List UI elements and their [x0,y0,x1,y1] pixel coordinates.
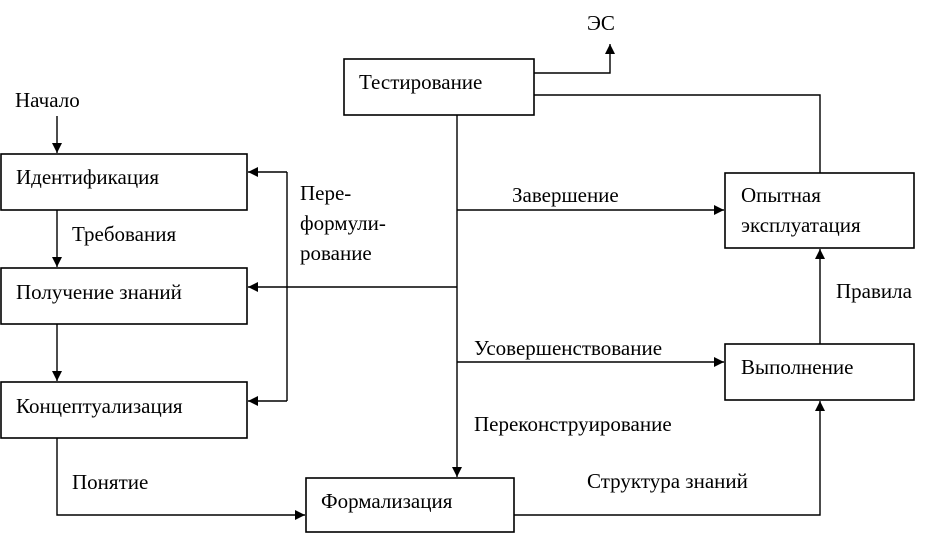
execution-box: Выполнение [724,343,915,401]
formalization-label: Формализация [321,489,453,513]
rules-label: Правила [836,279,913,303]
trial-operation-label-line2: эксплуатация [741,213,861,237]
trial-operation-label-line1: Опытная [741,183,821,207]
testing-box: Тестирование [343,58,535,116]
knowledge-acquisition-box: Получение знаний [0,267,248,325]
knowledge-acquisition-label: Получение знаний [16,280,182,304]
conceptualization-to-formalization-arrow [56,438,305,520]
completion-label: Завершение [512,183,619,207]
concept-label: Понятие [72,470,148,494]
formalization-to-execution-arrow [514,401,825,516]
identification-label: Идентификация [16,165,159,189]
es-label: ЭС [587,11,615,35]
requirements-label: Требования [72,222,176,246]
testing-to-es-arrow [534,44,615,74]
identification-box: Идентификация [0,153,248,211]
reformulation-label-line2: формули- [300,211,386,235]
testing-label: Тестирование [359,70,482,94]
formalization-box: Формализация [305,477,515,533]
start-label: Начало [15,88,80,112]
execution-label: Выполнение [741,355,853,379]
knowledge-structure-label: Структура знаний [587,469,748,493]
trial-operation-box: Опытная эксплуатация [724,172,915,249]
conceptualization-label: Концептуализация [16,394,183,418]
reformulation-label-line1: Пере- [300,181,351,205]
improvement-label: Усовершенствование [474,336,662,360]
reconstruction-label: Переконструирование [474,412,672,436]
trial-to-testing-line [534,94,821,173]
reformulation-label-line3: рование [300,241,372,265]
conceptualization-box: Концептуализация [0,381,248,439]
